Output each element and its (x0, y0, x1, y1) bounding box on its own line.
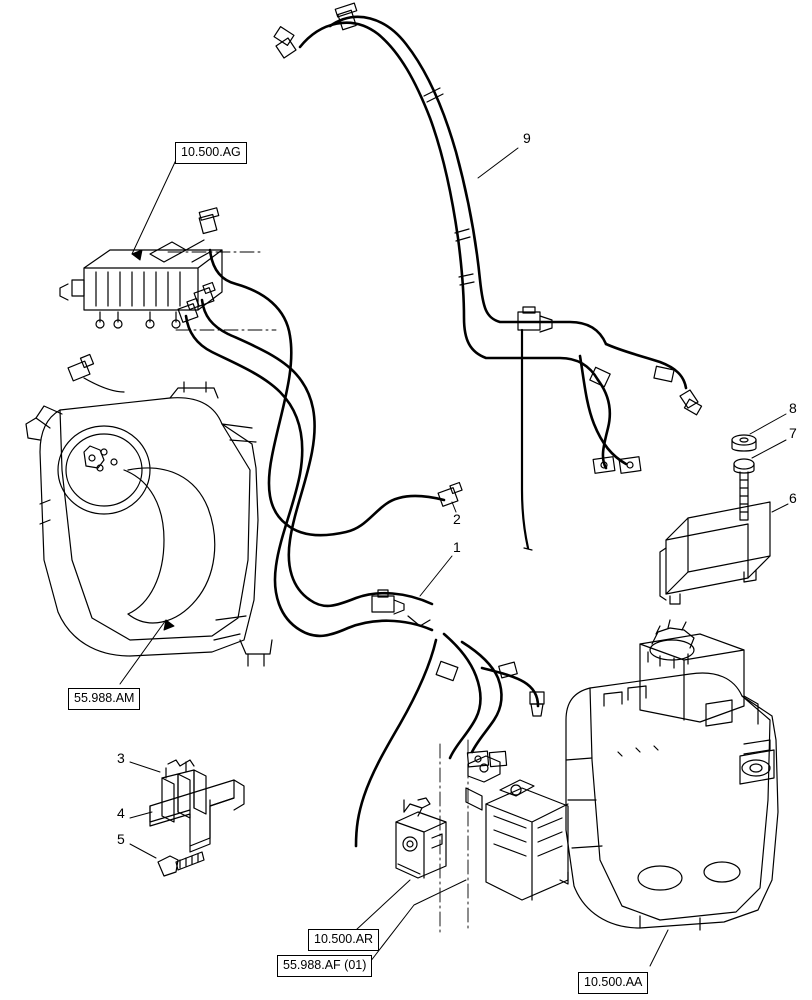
callout-9-label: 9 (523, 130, 531, 146)
callout-3-label: 3 (117, 750, 125, 766)
leader-part-5 (129, 843, 157, 859)
part-8-washer (731, 434, 757, 452)
ref-box-55-988-am[interactable]: 55.988.AM (68, 688, 141, 710)
leader-55-988-am (119, 619, 175, 685)
leader-10-500-aa (649, 929, 669, 967)
callout-4: 4 (117, 805, 125, 821)
hose-1-lower-branch (354, 638, 438, 848)
pipe-vertical-right (520, 328, 530, 550)
part-pump-55-988-af (465, 755, 569, 901)
part-manifold-10-500-ag (59, 239, 223, 329)
part-5-bolt (157, 851, 205, 877)
part-6-bracket (659, 501, 771, 605)
hose-1 (184, 298, 434, 638)
alignment-line-manifold (167, 251, 277, 331)
callout-6-label: 6 (789, 490, 797, 506)
leader-55-988-af (369, 879, 467, 963)
part-valve-10-500-ar (395, 797, 447, 879)
callout-4-label: 4 (117, 805, 125, 821)
callout-8: 8 (789, 400, 797, 416)
hose-9-inner (328, 15, 608, 346)
callout-7-label: 7 (789, 425, 797, 441)
ref-box-10-500-ag[interactable]: 10.500.AG (175, 142, 247, 164)
leader-10-500-ag (131, 159, 177, 261)
hose-1-branch-right (442, 632, 540, 760)
leader-part-7 (751, 439, 787, 459)
ref-box-10-500-aa[interactable]: 10.500.AA (578, 972, 649, 994)
callout-8-label: 8 (789, 400, 797, 416)
hose-9 (298, 21, 600, 382)
ref-box-10-500-ag-label: 10.500.AG (181, 145, 241, 159)
fitting-transmission-port (67, 353, 125, 393)
lower-fittings (435, 660, 545, 768)
leader-callout-1 (419, 555, 453, 597)
leader-part-4 (129, 811, 153, 819)
callout-5: 5 (117, 831, 125, 847)
ref-box-10-500-ar-label: 10.500.AR (314, 932, 374, 946)
leader-part-6 (771, 503, 789, 513)
part-7-bolt (733, 458, 755, 521)
leader-callout-2 (451, 501, 457, 513)
hose-junction-block (517, 306, 553, 333)
part-engine-10-500-aa (565, 619, 779, 931)
fitting-hose9-upper (273, 2, 358, 59)
ref-box-10-500-ar[interactable]: 10.500.AR (308, 929, 380, 951)
part-transmission-55-988-am (25, 381, 273, 667)
callout-1-label: 1 (453, 539, 461, 555)
hose-9-clamps (423, 87, 475, 286)
callout-3: 3 (117, 750, 125, 766)
alignment-line-pump (439, 739, 469, 933)
ref-box-55-988-af-01-label: 55.988.AF (01) (283, 958, 367, 972)
leader-callout-9 (477, 147, 519, 179)
callout-2: 2 (453, 511, 461, 527)
ref-box-55-988-am-label: 55.988.AM (74, 691, 135, 705)
ref-box-55-988-af-01[interactable]: 55.988.AF (01) (277, 955, 373, 977)
hose-1-fitting-cluster (371, 589, 431, 627)
callout-7: 7 (789, 425, 797, 441)
callout-5-label: 5 (117, 831, 125, 847)
hose-2 (208, 248, 446, 537)
callout-9: 9 (523, 130, 531, 146)
callout-2-label: 2 (453, 511, 461, 527)
hose-branch-right (578, 342, 688, 470)
ref-box-10-500-aa-label: 10.500.AA (584, 975, 643, 989)
callout-1: 1 (453, 539, 461, 555)
fittings-right-cluster (589, 365, 703, 474)
leader-part-3 (129, 761, 161, 773)
leader-10-500-ar (355, 879, 411, 931)
part-4-bracket (149, 779, 245, 853)
callout-6: 6 (789, 490, 797, 506)
leader-part-8 (749, 413, 787, 435)
fitting-hose-2-end (437, 481, 463, 507)
